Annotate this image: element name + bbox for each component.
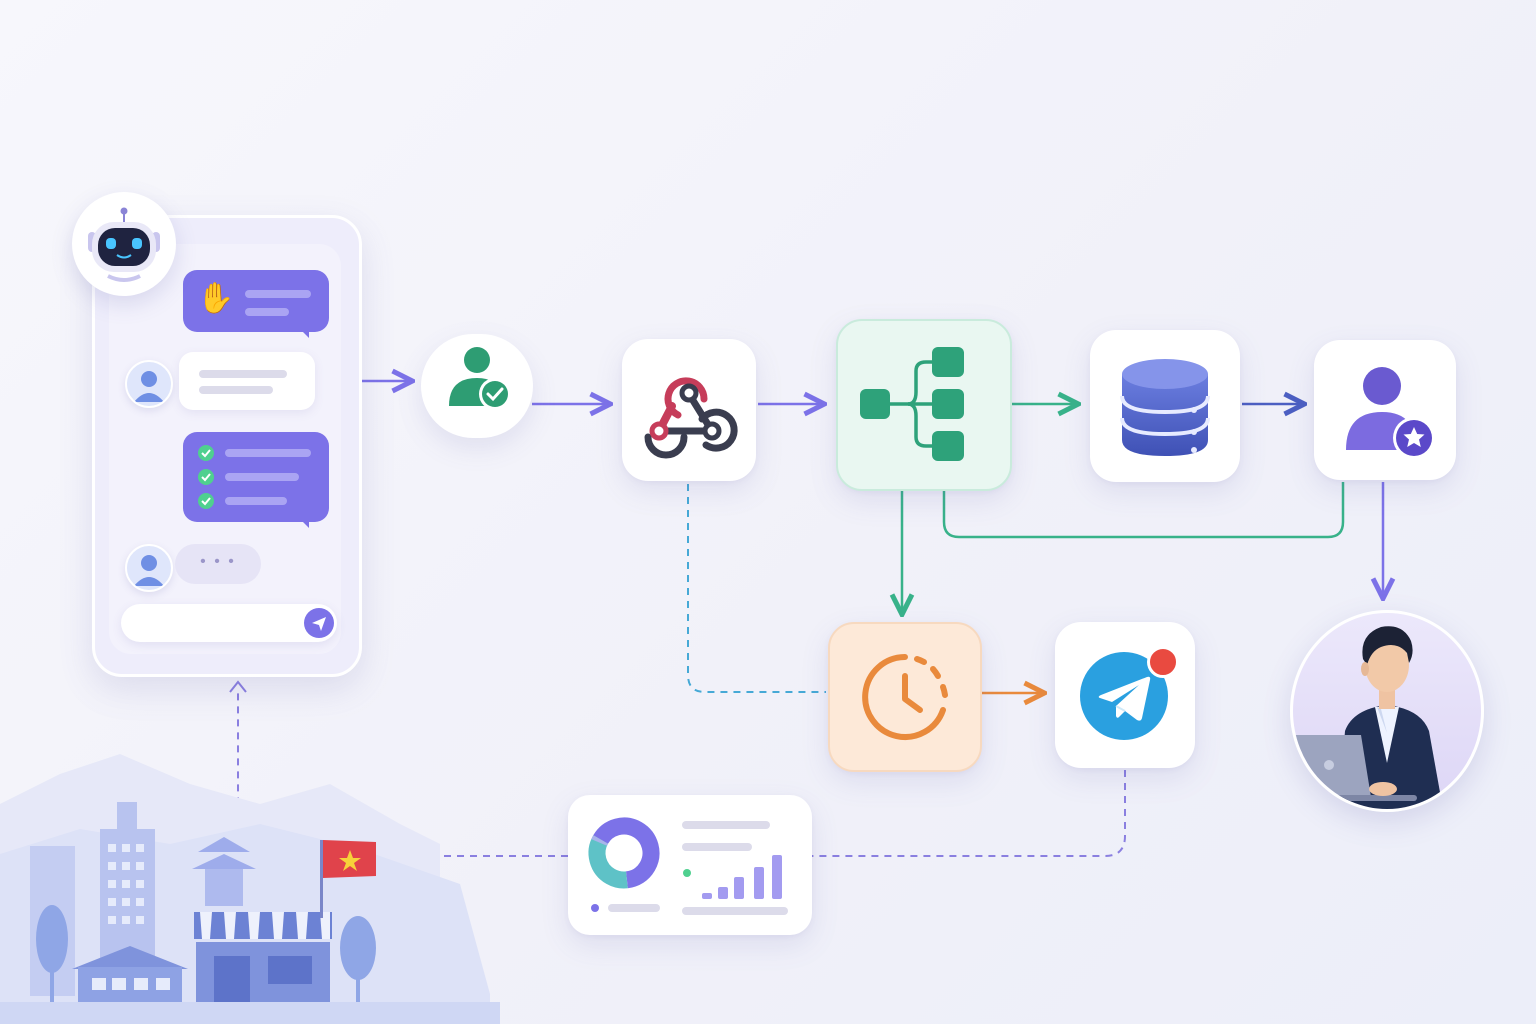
telegram-notification-node[interactable]	[1055, 622, 1195, 768]
user-verification-node[interactable]	[421, 334, 533, 438]
dashed-telegram-to-dashboard	[812, 770, 1126, 857]
database-icon	[1120, 359, 1210, 456]
typing-indicator: • • •	[175, 544, 261, 584]
user-check-icon	[449, 347, 511, 410]
vietnam-town-illustration	[0, 754, 500, 1024]
flag-pole	[320, 840, 323, 918]
analytics-dashboard-card[interactable]	[568, 795, 812, 935]
connector-flow-to-vip	[942, 482, 1345, 539]
webhook-node[interactable]	[622, 339, 756, 481]
webhook-icon	[644, 377, 738, 459]
typing-dots: • • •	[200, 553, 236, 570]
user-avatar	[125, 544, 173, 592]
waving-hand-icon: ✋	[197, 281, 235, 316]
workflow-branch-node[interactable]	[836, 319, 1012, 491]
bot-message-checklist	[183, 432, 329, 528]
support-agent-illustration	[1290, 610, 1484, 812]
checklist-icon	[198, 445, 214, 509]
notification-badge	[1147, 646, 1179, 678]
user-avatar	[125, 360, 173, 408]
user-message	[179, 352, 315, 410]
bot-message-greeting: ✋	[183, 270, 329, 338]
vip-user-node[interactable]	[1314, 340, 1456, 480]
send-button[interactable]	[304, 608, 334, 638]
clock-icon	[862, 654, 948, 740]
robot-icon	[88, 207, 160, 282]
branching-flow-icon	[860, 347, 964, 461]
dashed-webhook-to-timer	[687, 484, 826, 693]
database-node[interactable]	[1090, 330, 1240, 482]
chat-phone-mockup: ✋	[92, 215, 362, 677]
dashboard-chart-icon	[588, 817, 788, 915]
send-icon	[312, 617, 326, 631]
message-input[interactable]	[121, 604, 337, 642]
delay-timer-node[interactable]	[828, 622, 982, 772]
user-star-icon	[1346, 367, 1435, 459]
chat-screen: ✋	[109, 244, 341, 654]
chatbot-avatar	[72, 192, 176, 296]
telegram-icon	[1080, 652, 1168, 740]
